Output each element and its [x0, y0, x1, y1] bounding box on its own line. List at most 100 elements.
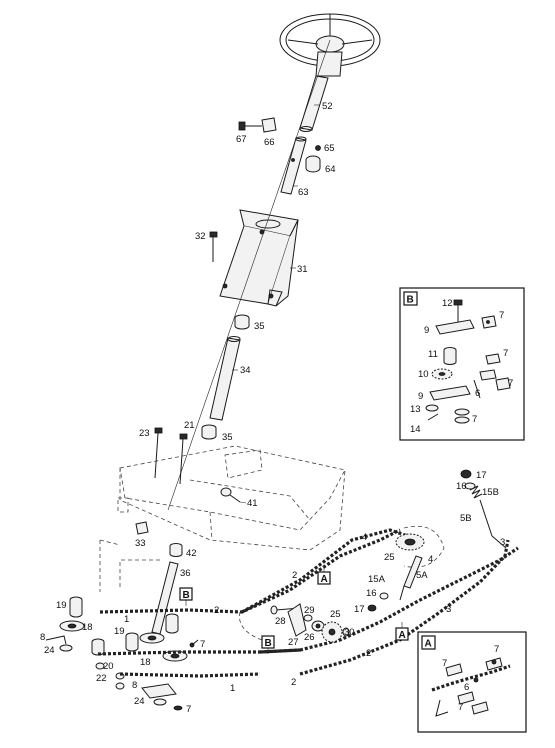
spring-15b: [469, 485, 483, 499]
bushing-35-lower: [201, 424, 217, 440]
callout-2-a: 2: [214, 605, 219, 616]
detail-a-callout-7c: 7: [458, 702, 463, 713]
bolt-41: [220, 487, 241, 503]
svg-text:B: B: [183, 590, 190, 601]
callout-33: 33: [135, 538, 146, 549]
steering-wheel: [279, 13, 381, 77]
detail-b-callout-13: 13: [410, 404, 421, 415]
bolt-67: [238, 121, 262, 131]
callout-2-b: 2: [292, 570, 297, 581]
detail-b-callout-7a: 7: [499, 310, 504, 321]
detail-a-tag: A: [425, 639, 432, 650]
nut-16-center: [379, 592, 389, 600]
callout-34: 34: [240, 365, 251, 376]
sprocket-group-left: [59, 596, 125, 690]
callout-7-lower: 7: [186, 704, 191, 715]
svg-text:B: B: [265, 638, 272, 649]
spacer-42: [169, 543, 183, 557]
callout-65: 65: [324, 143, 335, 154]
clamp-66: [261, 117, 277, 133]
detail-tag-b-center: B: [261, 635, 275, 654]
callout-28: 28: [275, 616, 286, 627]
callout-17-right: 17: [476, 470, 487, 481]
detail-b-callout-12: 12: [442, 298, 453, 309]
shaft-5a: [399, 555, 423, 601]
callout-27: 27: [288, 637, 299, 648]
callout-21: 21: [184, 420, 195, 431]
sprocket-25-upper: [395, 533, 425, 551]
callout-63: 63: [298, 187, 309, 198]
callout-42: 42: [186, 548, 197, 559]
detail-b-inset: B: [399, 287, 525, 441]
detail-a-callout-7a: 7: [442, 658, 447, 669]
bolt-32: [209, 231, 218, 262]
callout-2-d: 2: [366, 648, 371, 659]
bracket-8-lower: [141, 683, 183, 711]
detail-tag-a-upper: A: [317, 566, 331, 585]
callout-66: 66: [264, 137, 275, 148]
callout-29: 29: [304, 605, 315, 616]
callout-16-right: 16: [456, 481, 467, 492]
callout-17-center: 17: [354, 604, 365, 615]
steering-shaft-34: [209, 336, 241, 421]
bolt-21: [179, 433, 188, 485]
bolt-23: [154, 427, 163, 479]
callout-1-lower: 1: [230, 683, 235, 694]
chain-3: [299, 539, 510, 676]
callout-20: 20: [103, 661, 114, 672]
callout-24-left: 24: [44, 645, 55, 656]
callout-36: 36: [180, 568, 191, 579]
callout-30: 30: [344, 627, 355, 638]
detail-b-tag: B: [407, 295, 414, 306]
nut-16-right: [464, 482, 476, 490]
chain-4: [241, 528, 421, 614]
clip-33: [135, 521, 149, 535]
callout-22: 22: [96, 673, 107, 684]
bushing-35-upper: [234, 314, 250, 330]
callout-35-upper: 35: [254, 321, 265, 332]
callout-23: 23: [139, 428, 150, 439]
bracket-27: [287, 603, 307, 637]
detail-b-callout-11: 11: [428, 349, 438, 360]
callout-25-lower: 25: [330, 609, 341, 620]
callout-24-lower: 24: [134, 696, 145, 707]
detail-b-callout-10: 10: [418, 369, 429, 380]
detail-a-callout-6: 6: [464, 682, 469, 693]
callout-67: 67: [236, 134, 247, 145]
callout-8-left: 8: [40, 632, 45, 643]
callout-31: 31: [297, 264, 308, 275]
callout-64: 64: [325, 164, 336, 175]
callout-15a: 15A: [368, 574, 386, 585]
detail-a-inset: A: [417, 631, 527, 733]
callout-7-center: 7: [200, 639, 205, 650]
callout-8-lower: 8: [132, 680, 137, 691]
callout-19-left: 19: [56, 600, 67, 611]
detail-b-callout-14: 14: [410, 424, 421, 435]
callout-18-center: 18: [140, 657, 151, 668]
tractor-frame: [117, 445, 346, 551]
callout-35-lower: 35: [222, 432, 233, 443]
callout-32: 32: [195, 231, 206, 242]
column-support-31: [219, 209, 299, 307]
detail-b-callout-9b: 9: [418, 391, 423, 402]
callout-1-upper: 1: [124, 614, 129, 625]
chain-2-lower: [259, 546, 519, 654]
callout-3-b: 3: [500, 537, 505, 548]
chain-1: [97, 648, 301, 678]
detail-b-callout-7b: 7: [503, 348, 508, 359]
washer-24-left: [45, 635, 73, 652]
callout-19-center: 19: [114, 626, 125, 637]
svg-text:A: A: [321, 574, 328, 585]
callout-2-c: 2: [291, 677, 296, 688]
callout-52: 52: [322, 101, 333, 112]
callout-25-upper: 25: [384, 552, 395, 563]
detail-tag-a-lower: A: [395, 622, 409, 641]
washer-29: [303, 614, 313, 622]
nut-30: [342, 627, 350, 637]
callout-4-b: 4: [428, 554, 433, 565]
nut-65: [315, 145, 321, 151]
detail-b-callout-6: 6: [475, 388, 480, 399]
callout-15b: 15B: [482, 487, 499, 498]
bushing-64: [305, 155, 321, 173]
